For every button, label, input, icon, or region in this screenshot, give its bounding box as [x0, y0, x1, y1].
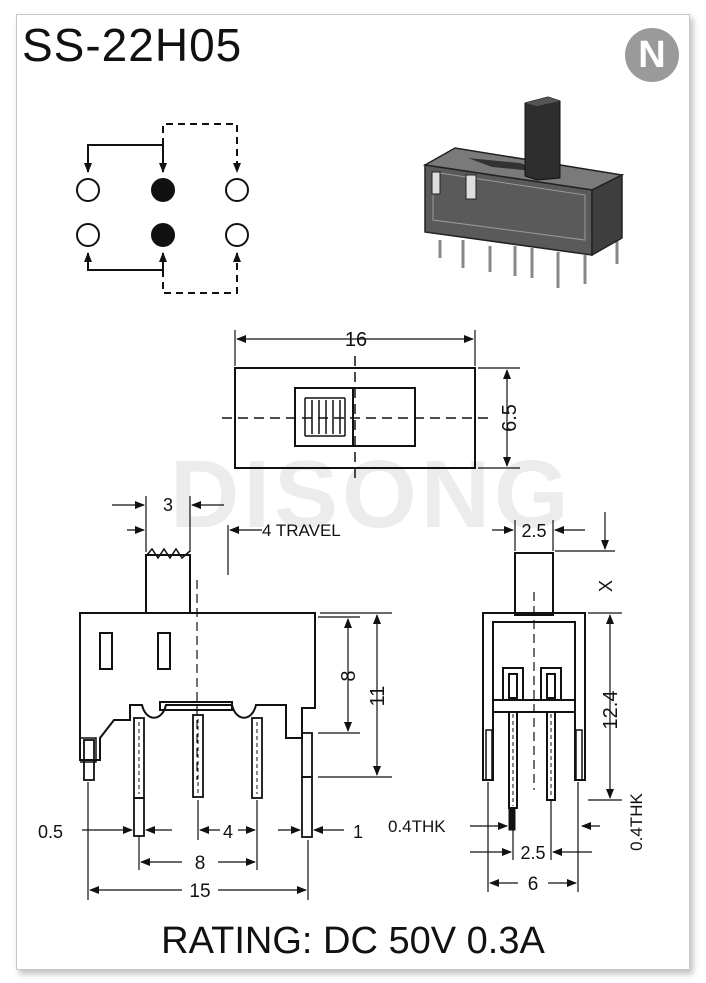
connection-solid [84, 144, 167, 173]
top-view [222, 330, 520, 478]
terminal-common [151, 178, 175, 202]
label-12-4: 12.4 [600, 691, 622, 730]
label-1: 1 [353, 822, 363, 842]
label-8-height: 8 [338, 670, 360, 681]
terminal-open [225, 223, 249, 247]
label-x: X [596, 580, 616, 592]
side-view [470, 512, 622, 892]
label-2-5-top: 2.5 [521, 521, 546, 541]
label-2-5-bottom: 2.5 [520, 843, 545, 863]
dimension-labels: 16 6.5 3 4 TRAVEL 8 11 0.5 4 1 8 15 2.5 … [38, 329, 646, 902]
terminal-open [76, 178, 100, 202]
connection-dashed [162, 252, 241, 294]
label-0-5: 0.5 [38, 822, 63, 842]
front-view [79, 496, 392, 900]
terminal-common [151, 223, 175, 247]
label-16: 16 [345, 329, 367, 351]
label-thk-left: 0.4THK [388, 817, 446, 836]
label-travel: 4 TRAVEL [262, 521, 341, 540]
terminal-open [225, 178, 249, 202]
label-4: 4 [223, 822, 233, 842]
label-3: 3 [163, 495, 173, 515]
label-15: 15 [189, 881, 210, 902]
connection-solid [84, 252, 167, 271]
switch-3d-view [422, 96, 625, 288]
label-6: 6 [528, 874, 539, 895]
label-8-span: 8 [195, 853, 206, 874]
label-11: 11 [367, 686, 389, 707]
terminal-open [76, 223, 100, 247]
rating-text: RATING: DC 50V 0.3A [161, 920, 545, 962]
connection-dashed [162, 123, 241, 173]
circuit-schematic [76, 123, 249, 294]
label-6-5: 6.5 [499, 404, 521, 432]
label-thk-right: 0.4THK [627, 793, 646, 851]
part-number-title: SS-22H05 [22, 19, 243, 71]
logo-n-icon: N [625, 28, 679, 82]
